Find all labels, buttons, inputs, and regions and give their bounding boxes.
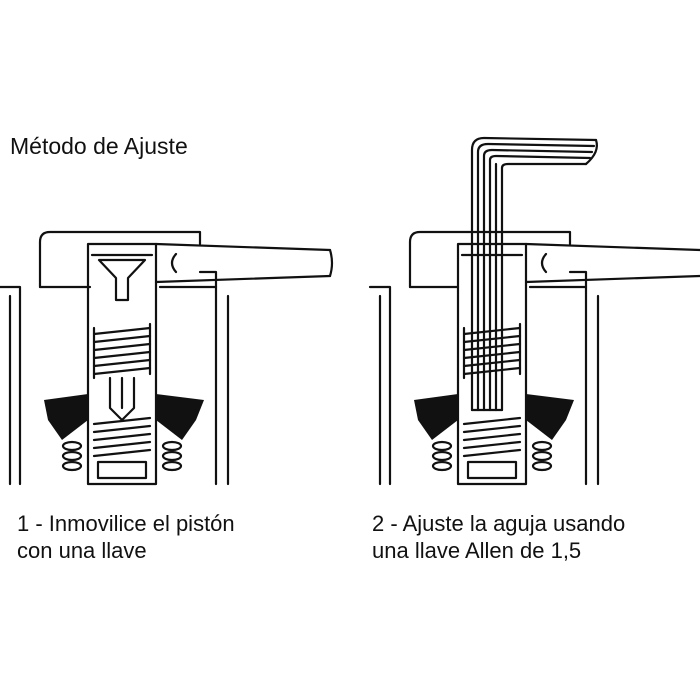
open-wrench-icon [154,242,334,284]
spring-left-2 [431,440,453,472]
body2-left-wall [368,285,392,486]
open-wrench-icon [524,242,700,284]
spring-right-2 [531,440,553,472]
spring-right [161,440,183,472]
threads-upper-2 [462,326,522,376]
seal-left-2 [414,394,458,440]
caption-step-1-line-1: 1 - Inmovilice el pistón [17,511,235,536]
top-cap [38,230,202,289]
screw-slot [97,258,147,302]
page-title: Método de Ajuste [10,133,188,159]
piston-body [86,242,158,486]
caption-step-2-line-2: una llave Allen de 1,5 [372,538,582,563]
allen-key-icon [470,136,598,412]
seal-right [156,394,204,440]
caption-step-1-line-2: con una llave [17,538,147,563]
caption-step-2: 2 - Ajuste la aguja usando una llave All… [372,510,625,564]
seal-left [44,394,88,440]
threads-lower [92,416,152,458]
caption-step-1: 1 - Inmovilice el pistón con una llave [17,510,235,564]
seal-right-2 [526,394,574,440]
piston-body-2 [456,242,528,486]
top-cap-2 [408,230,572,289]
threads-lower-2 [462,416,522,458]
threads-upper [92,326,152,376]
body-left-wall [0,285,22,486]
caption-step-2-line-1: 2 - Ajuste la aguja usando [372,511,626,536]
spring-left [61,440,83,472]
